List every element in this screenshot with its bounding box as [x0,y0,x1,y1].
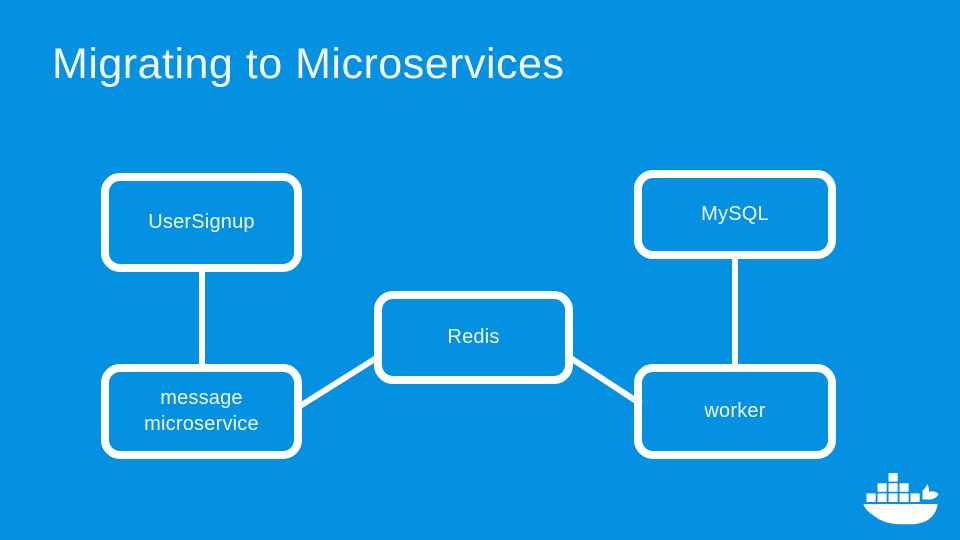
node-usersignup-label: UserSignup [148,210,255,233]
node-message-microservice[interactable]: message microservice [101,364,302,459]
node-worker-label: worker [704,399,766,422]
edge-mysql-to-worker [732,255,738,368]
node-worker[interactable]: worker [634,364,836,459]
page-title: Migrating to Microservices [52,40,565,88]
node-redis[interactable]: Redis [374,291,573,384]
edge-usersignup-to-message [199,268,205,368]
edge-message-to-redis [298,354,380,409]
node-message-microservice-label: message microservice [144,386,259,435]
node-usersignup[interactable]: UserSignup [101,173,302,272]
edge-redis-to-worker [567,354,643,407]
docker-whale-icon [863,473,939,525]
node-mysql[interactable]: MySQL [634,170,836,259]
node-redis-label: Redis [447,325,500,348]
node-mysql-label: MySQL [701,202,769,225]
